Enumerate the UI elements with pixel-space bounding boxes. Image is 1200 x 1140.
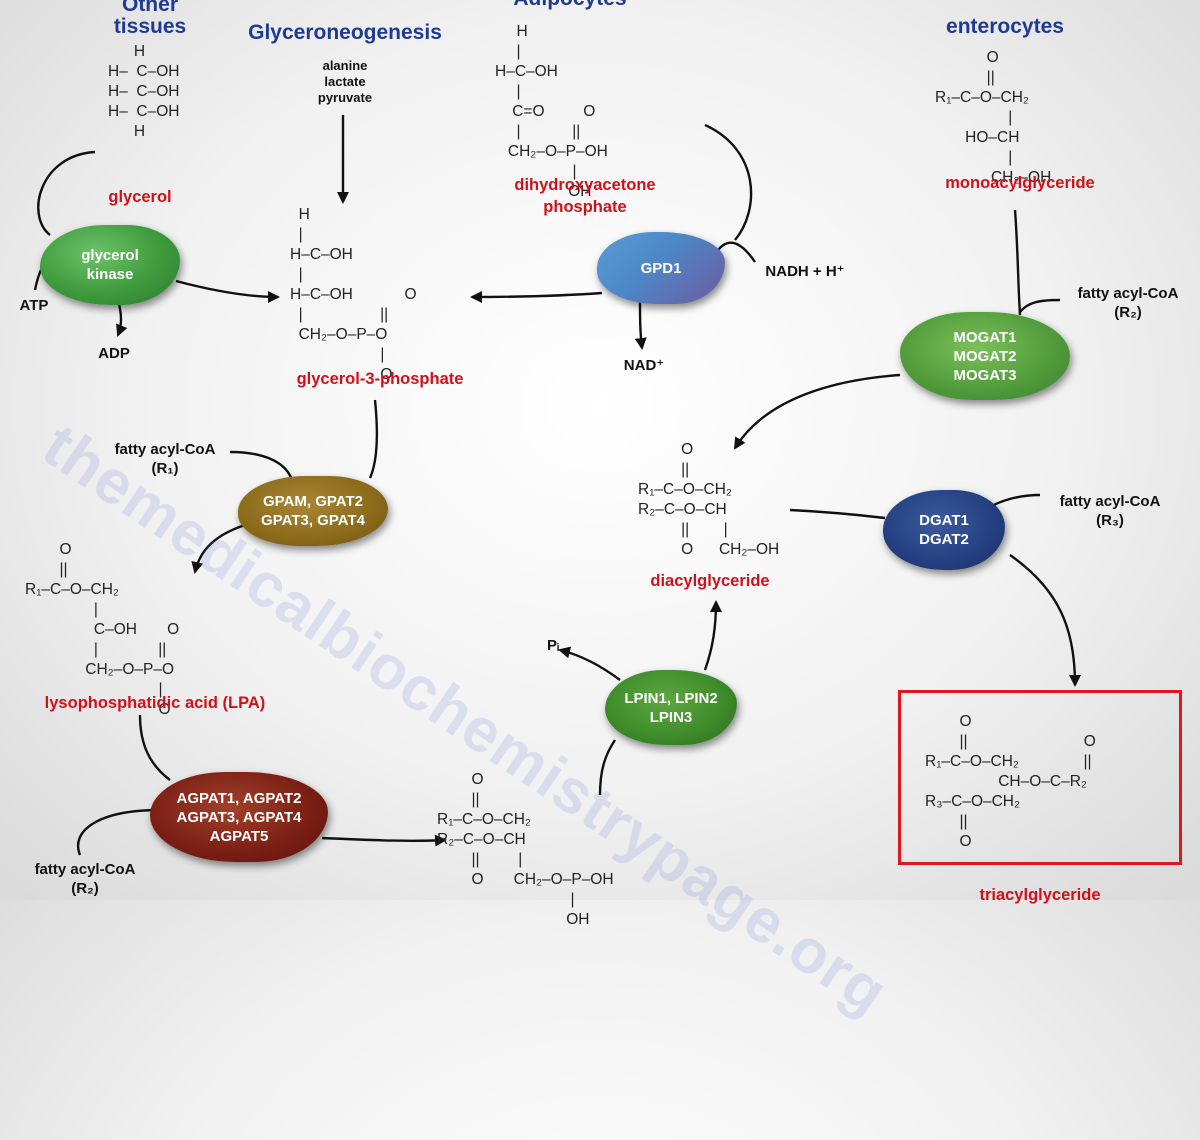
heading-adipocytes: Adipocytes [480, 0, 660, 10]
structure-glycerol-3-phosphate: H | H–C–OH | H–C–OH O | || CH₂–O–P–O | O [290, 206, 417, 383]
enzyme-mogat: MOGAT1 MOGAT2 MOGAT3 [900, 312, 1070, 400]
arrow-fa-r2-in [1019, 298, 1061, 313]
arrow-pa-to-lpin [598, 739, 616, 796]
arrow-glycerol-to-kinase [37, 150, 96, 236]
arrow-lpin-to-pi [558, 646, 621, 681]
enzyme-glycerol-kinase: glycerol kinase [40, 225, 180, 305]
arrow-dag-to-dgat [789, 508, 886, 520]
cofactor-nadh: NADH + H⁺ [765, 263, 845, 280]
structure-diacylglyceride: O || R₁–C–O–CH₂ R₂–C–O–CH || | O CH₂–OH [638, 441, 780, 558]
arrow-lpin-to-dag [703, 600, 722, 671]
heading-enterocytes: enterocytes [946, 15, 1064, 38]
structure-phosphatidic-acid: O || R₁–C–O–CH₂ R₂–C–O–CH || | O CH₂–O–P… [437, 771, 614, 928]
arrow-gpat-to-lpa [191, 523, 246, 574]
compound-diacylglyceride: diacylglyceride [650, 572, 770, 590]
structure-glycerol: H H– C–OH H– C–OH H– C–OH H [108, 43, 180, 140]
enzyme-gpd1: GPD1 [597, 232, 725, 304]
arrow-nadh-in [717, 241, 756, 263]
enzyme-dgat: DGAT1 DGAT2 [883, 490, 1005, 570]
cofactor-fatty-acyl-r3: fatty acyl-CoA (R₃) [1059, 493, 1161, 529]
arrow-mogat-to-dag [733, 373, 901, 450]
arrow-dgat-to-tag [1009, 554, 1081, 687]
arrow-lpa-to-agpat [138, 714, 171, 781]
heading-glyceroneogenesis: Glyceroneogenesis [248, 21, 442, 44]
enzyme-lpin: LPIN1, LPIN2 LPIN3 [605, 670, 737, 745]
heading-other-tissues: Other tissues [113, 0, 187, 38]
cofactor-fatty-acyl-r2-agpat: fatty acyl-CoA (R₂) [34, 861, 136, 897]
arrow-fa-r1-in [229, 450, 294, 481]
arrow-mag-to-mogat [1013, 209, 1022, 316]
triacylglyceride-highlight-box [898, 690, 1182, 865]
cofactor-nad: NAD⁺ [623, 357, 665, 374]
enzyme-agpat: AGPAT1, AGPAT2 AGPAT3, AGPAT4 AGPAT5 [150, 772, 328, 862]
structure-triacylglyceride: O || O R₁–C–O–CH₂ || CH–O–C–R₂ R₃–C–O–CH… [925, 713, 1096, 850]
precursors-label: alanine lactate pyruvate [317, 58, 373, 105]
compound-glycerol-3-phosphate: glycerol-3-phosphate [296, 370, 464, 388]
structure-monoacylglyceride: O || R₁–C–O–CH₂ | HO–CH | CH₂–OH [935, 49, 1052, 186]
cofactor-atp: ATP [19, 297, 49, 314]
compound-monoacylglyceride: monoacylglyceride [945, 174, 1095, 192]
compound-dhap: dihydroxyacetone phosphate [514, 176, 656, 216]
structure-lpa: O || R₁–C–O–CH₂ | C–OH O | || CH₂–O–P–O … [25, 541, 180, 718]
arrow-dhap-to-gpd1 [704, 123, 753, 241]
arrow-gpd1-to-g3p [470, 290, 603, 303]
enzyme-gpat: GPAM, GPAT2 GPAT3, GPAT4 [238, 476, 388, 546]
arrow-kinase-to-adp [116, 299, 128, 337]
cofactor-fatty-acyl-r2-mogat: fatty acyl-CoA (R₂) [1077, 285, 1179, 321]
structure-dhap: H | H–C–OH | C=O O | || CH₂–O–P–OH | OH [495, 23, 608, 200]
arrow-fa-r2-agpat-in [77, 808, 161, 856]
compound-lpa: lysophosphatidic acid (LPA) [44, 694, 266, 712]
pathway-arrows [33, 115, 1081, 856]
cofactor-fatty-acyl-r1: fatty acyl-CoA (R₁) [114, 441, 216, 477]
cofactor-adp: ADP [98, 345, 130, 362]
arrow-gpd1-to-nad [634, 297, 647, 350]
arrow-kinase-to-g3p [175, 279, 280, 303]
compound-triacylglyceride: triacylglyceride [979, 886, 1101, 904]
arrow-agpat-to-pa [321, 834, 447, 847]
compound-glycerol: glycerol [108, 188, 172, 206]
arrow-g3p-to-gpat [368, 399, 379, 479]
cofactor-pi: Pᵢ [546, 637, 560, 654]
